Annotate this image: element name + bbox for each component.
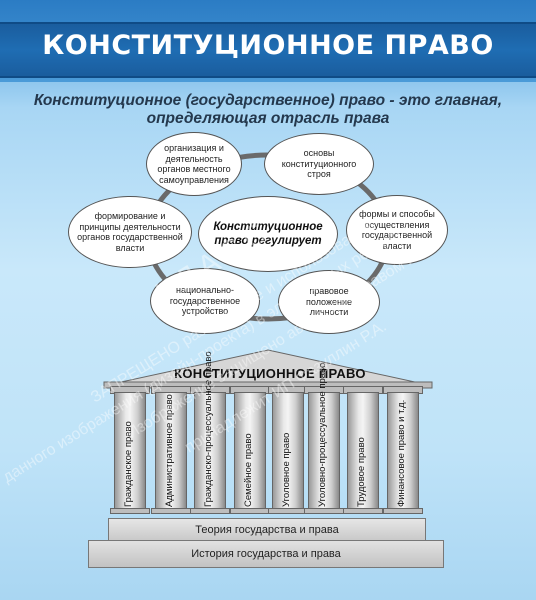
temple-column: Финансовое право и т.д. xyxy=(387,392,419,512)
temple-column: Уголовно-процессуальное право xyxy=(308,363,340,512)
column-base xyxy=(190,508,230,514)
column-base xyxy=(230,508,270,514)
step-lower-label: История государства и права xyxy=(191,548,341,560)
temple-step-lower: История государства и права xyxy=(88,540,444,568)
diagram-node-state-power: формы и способы осуществления государств… xyxy=(346,195,448,265)
node-label: основы конституционного строя xyxy=(281,148,357,180)
column-label: Трудовое право xyxy=(356,437,367,507)
diagram-node-state-bodies: формирование и принципы деятельности орг… xyxy=(68,196,192,268)
definition-line-2: определяющая отрасль права xyxy=(146,110,390,127)
node-label: организация и деятельность органов местн… xyxy=(157,143,231,185)
column-base xyxy=(268,508,308,514)
node-label: правовое положение личности xyxy=(306,286,352,318)
temple-column: Гражданское право xyxy=(114,392,146,512)
diagram-node-personal-status: правовое положение личности xyxy=(278,270,380,334)
column-base xyxy=(110,508,150,514)
diagram-node-local-government: организация и деятельность органов местн… xyxy=(146,132,242,196)
temple-column: Уголовное право xyxy=(272,392,304,512)
column-label: Финансовое право и т.д. xyxy=(396,399,407,507)
title-band xyxy=(0,22,536,78)
temple-step-upper: Теория государства и права xyxy=(108,518,426,542)
column-label: Уголовное право xyxy=(281,432,292,507)
diagram-center-label: Конституционное право регулирует xyxy=(213,221,323,247)
column-label: Семейное право xyxy=(243,433,254,507)
node-label: формы и способы осуществления государств… xyxy=(359,209,435,251)
definition-text: Конституционное (государственное) право … xyxy=(0,92,536,128)
step-upper-label: Теория государства и права xyxy=(195,524,339,536)
temple-roof-label: КОНСТИТУЦИОННОЕ ПРАВО xyxy=(174,366,366,381)
node-label: национально-государственное устройство xyxy=(169,285,241,317)
definition-line-1: Конституционное (государственное) право … xyxy=(33,92,503,109)
column-base xyxy=(383,508,423,514)
column-base xyxy=(151,508,191,514)
diagram-node-constitutional-order: основы конституционного строя xyxy=(264,133,374,195)
diagram-center: Конституционное право регулирует xyxy=(198,196,338,272)
diagram-node-national-structure: национально-государственное устройство xyxy=(150,268,260,334)
temple-column: Семейное право xyxy=(234,392,266,512)
column-base xyxy=(304,508,344,514)
temple-column: Административное право xyxy=(155,392,187,512)
temple-column: Трудовое право xyxy=(347,392,379,512)
page-title: КОНСТИТУЦИОННОЕ ПРАВО xyxy=(42,30,494,61)
node-label: формирование и принципы деятельности орг… xyxy=(77,211,183,253)
column-label: Уголовно-процессуальное право xyxy=(317,362,328,507)
column-base xyxy=(343,508,383,514)
temple-column: Гражданско-процессуальное право xyxy=(194,351,226,512)
